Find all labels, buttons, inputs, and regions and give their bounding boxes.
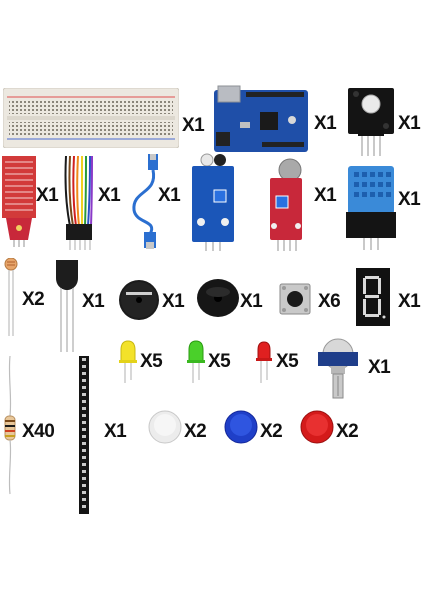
yellow-led-quantity: X5: [140, 351, 163, 372]
blue-cap-quantity: X2: [260, 421, 283, 442]
push-button: [278, 282, 312, 316]
temperature-sensor-quantity: X1: [82, 291, 105, 312]
red-led: [254, 340, 274, 384]
uno-board-quantity: X1: [314, 113, 337, 134]
red-button-cap: [300, 410, 334, 444]
jumper-wires-quantity: X1: [98, 185, 121, 206]
yellow-led: [118, 340, 138, 384]
breadboard-quantity: X1: [182, 115, 205, 136]
passive-buzzer: [196, 278, 240, 318]
sound-sensor: [266, 156, 306, 252]
red-led-quantity: X5: [276, 351, 299, 372]
breadboard: [3, 88, 179, 148]
sound-sensor-quantity: X1: [314, 185, 337, 206]
water-sensor: [2, 156, 36, 248]
temperature-sensor: [54, 258, 80, 354]
white-cap-quantity: X2: [184, 421, 207, 442]
active-buzzer-quantity: X1: [162, 291, 185, 312]
jumper-wires: [62, 156, 94, 252]
green-led: [186, 340, 206, 384]
photoresistor-quantity: X2: [22, 289, 45, 310]
blue-button-cap: [224, 410, 258, 444]
usb-cable: [128, 154, 162, 250]
water-sensor-quantity: X1: [36, 185, 59, 206]
active-buzzer: [118, 278, 160, 324]
rgb-led-module: [348, 86, 394, 158]
seven-segment-display: [356, 268, 390, 326]
pin-header: [76, 356, 92, 516]
usb-cable-quantity: X1: [158, 185, 181, 206]
seven-segment-quantity: X1: [398, 291, 421, 312]
potentiometer-quantity: X1: [368, 357, 391, 378]
dht11-sensor: [346, 164, 396, 252]
dht11-sensor-quantity: X1: [398, 189, 421, 210]
white-button-cap: [148, 410, 182, 444]
ir-obstacle-sensor: [192, 152, 234, 252]
passive-buzzer-quantity: X1: [240, 291, 263, 312]
potentiometer: [316, 338, 360, 400]
resistor: [2, 356, 18, 496]
red-cap-quantity: X2: [336, 421, 359, 442]
rgb-led-module-quantity: X1: [398, 113, 421, 134]
green-led-quantity: X5: [208, 351, 231, 372]
uno-board: [212, 84, 310, 154]
photoresistor: [4, 258, 18, 338]
resistor-quantity: X40: [22, 421, 55, 442]
pin-header-quantity: X1: [104, 421, 127, 442]
push-button-quantity: X6: [318, 291, 341, 312]
